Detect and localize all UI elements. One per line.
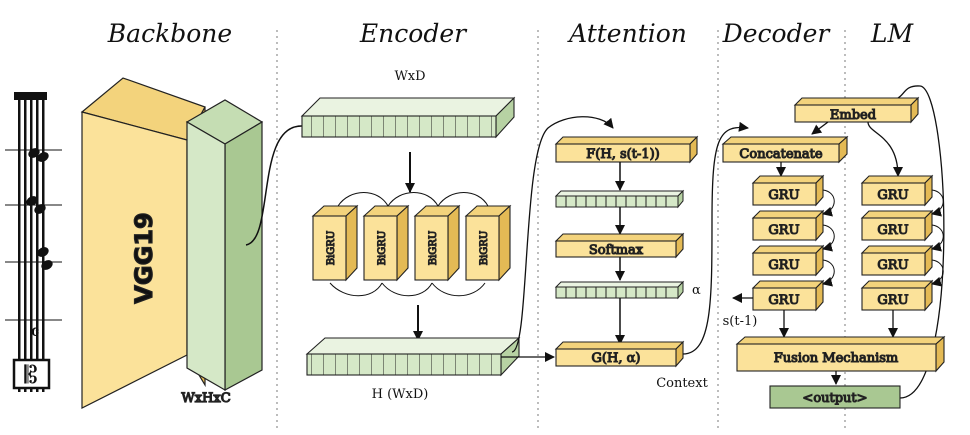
gru-cell: GRU	[751, 174, 825, 207]
section-title-encoder: Encoder	[359, 19, 468, 48]
bigru-unit: BiGRU	[464, 204, 512, 282]
gru-cell: GRU	[860, 174, 934, 207]
decoder-gru-stack: GRU GRU GRU GRU	[751, 174, 835, 312]
gru-cell: GRU	[860, 279, 934, 312]
section-title-lm: LM	[870, 19, 915, 48]
g-box-label: G(H, α)	[592, 351, 641, 366]
attention-vector-energy	[554, 189, 685, 209]
section-title-attention: Attention	[567, 19, 687, 48]
bigru-curves	[329, 192, 489, 297]
softmax-label: Softmax	[589, 243, 644, 258]
encoder-to-f-connector	[511, 116, 614, 353]
bigru-unit: BiGRU	[413, 204, 461, 282]
bigru-label: BiGRU	[479, 231, 490, 266]
softmax-box: Softmax	[554, 232, 685, 259]
gru-label: GRU	[877, 223, 908, 238]
common-time-symbol: 𝄴	[30, 321, 40, 346]
context-to-decoder-connector	[682, 121, 749, 355]
output-label: <output>	[802, 391, 867, 406]
gru-cell: GRU	[751, 209, 825, 242]
context-label: Context	[656, 376, 708, 391]
embed-box: Embed	[793, 96, 920, 124]
bigru-label: BiGRU	[377, 231, 388, 266]
gru-label: GRU	[877, 188, 908, 203]
fusion-mechanism-box: Fusion Mechanism	[735, 335, 946, 373]
gru-label: GRU	[768, 188, 799, 203]
gru-cell: GRU	[751, 244, 825, 277]
vgg19-label: VGG19	[130, 212, 158, 303]
embed-label: Embed	[830, 108, 876, 123]
music-staff-input: 𝄴 𝄡	[5, 92, 62, 392]
concatenate-box: Concatenate	[721, 135, 849, 164]
encoder-output-label: H (WxD)	[372, 387, 429, 402]
gru-cell: GRU	[751, 279, 825, 312]
encoder-input-sequence	[300, 96, 516, 139]
attention-vector-alpha	[554, 280, 685, 300]
gru-label: GRU	[877, 258, 908, 273]
clef-icon: 𝄡	[24, 361, 37, 389]
gru-label: GRU	[768, 223, 799, 238]
section-title-backbone: Backbone	[107, 19, 232, 48]
bigru-unit: BiGRU	[311, 204, 359, 282]
section-dividers	[276, 30, 846, 430]
alpha-label: α	[692, 283, 701, 298]
gru-label: GRU	[768, 293, 799, 308]
output-box: <output>	[769, 385, 901, 409]
gru-cell: GRU	[860, 244, 934, 277]
gru-cell: GRU	[860, 209, 934, 242]
backbone-to-encoder-connector	[245, 125, 303, 246]
bigru-label: BiGRU	[428, 231, 439, 266]
encoder-input-label: WxD	[394, 69, 425, 84]
fusion-mechanism-label: Fusion Mechanism	[774, 351, 899, 366]
g-box: G(H, α)	[554, 340, 685, 368]
gru-label: GRU	[877, 293, 908, 308]
state-label: s(t-1)	[723, 314, 758, 329]
decoder-recurrent-arrows	[822, 189, 835, 287]
concatenate-label: Concatenate	[739, 147, 822, 162]
bigru-label: BiGRU	[326, 231, 337, 266]
section-title-decoder: Decoder	[722, 19, 832, 48]
feature-map-block: WxHxC	[181, 99, 264, 407]
embed-to-lm-arrow	[867, 121, 903, 177]
bigru-unit: BiGRU	[362, 204, 410, 282]
lm-gru-stack: GRU GRU GRU GRU	[860, 174, 944, 312]
feature-map-label: WxHxC	[181, 391, 230, 406]
embed-to-concat-arrow	[811, 121, 829, 135]
encoder-output-sequence	[305, 336, 521, 377]
f-box: F(H, s(t-1))	[554, 135, 699, 164]
lm-recurrent-arrows	[931, 189, 944, 287]
f-box-label: F(H, s(t-1))	[586, 147, 659, 162]
gru-label: GRU	[768, 258, 799, 273]
